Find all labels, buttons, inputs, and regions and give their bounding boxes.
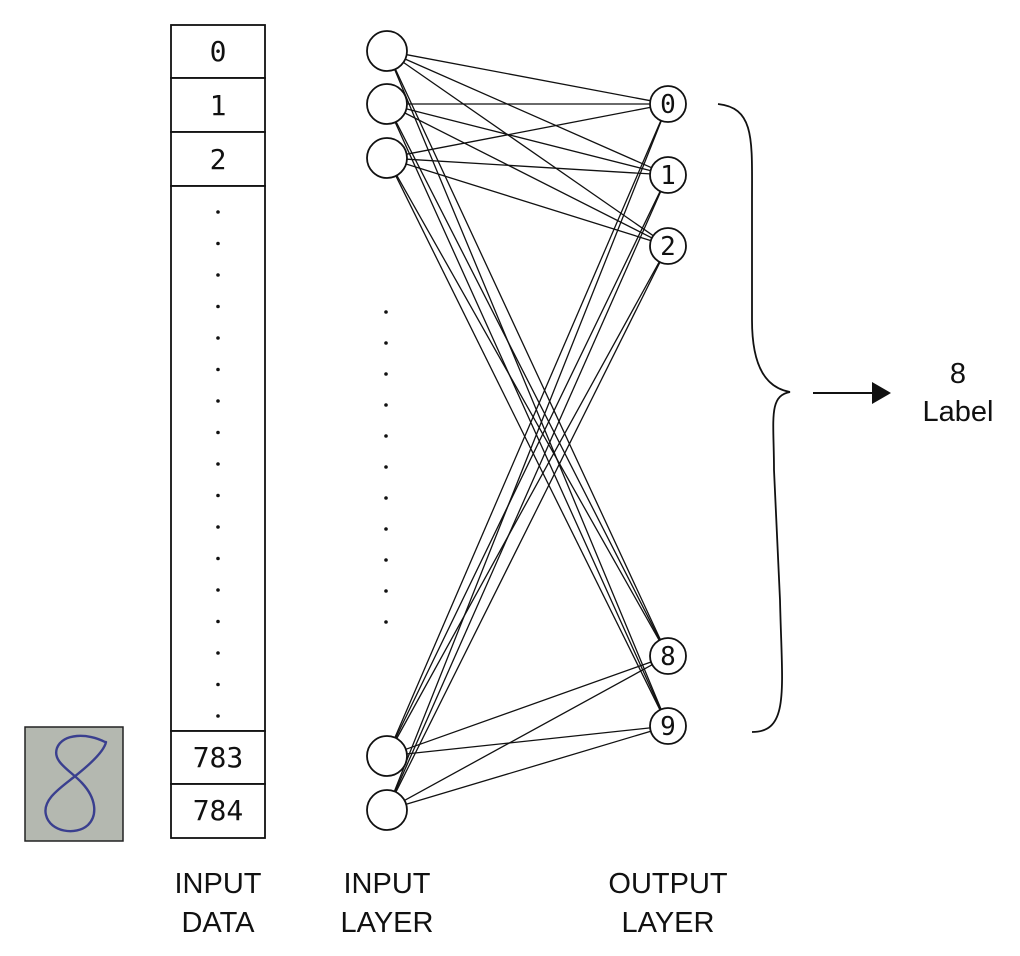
- connection-line: [406, 106, 651, 155]
- ellipsis-dot: [384, 341, 388, 345]
- ellipsis-dot: [216, 210, 220, 214]
- output-neuron-label-8: 8: [660, 642, 676, 672]
- connection-line: [394, 121, 662, 710]
- output-neuron-9: [649, 707, 687, 745]
- ellipsis-dot: [216, 493, 220, 498]
- ellipsis-dot: [384, 620, 388, 624]
- result-value: 8: [950, 358, 966, 390]
- output-neuron-label-0: 0: [660, 90, 676, 120]
- result-arrow-head: [872, 382, 891, 404]
- output-layer-caption-line1: OUTPUT: [608, 868, 728, 900]
- connection-line: [403, 61, 654, 237]
- result-label: Label: [923, 396, 994, 428]
- ellipsis-dot: [216, 462, 220, 466]
- input-data-label-1: 1: [210, 89, 227, 122]
- input-data-cell-1: [170, 77, 266, 133]
- connection-line: [395, 175, 661, 711]
- input-neuron-2: [366, 83, 408, 125]
- connection-line: [406, 730, 651, 805]
- ellipsis-dot: [216, 273, 220, 277]
- connection-line: [395, 121, 661, 641]
- ellipsis-dot: [384, 403, 388, 407]
- ellipsis-dot: [216, 682, 220, 687]
- connection-line: [406, 727, 651, 755]
- connection-line: [404, 664, 653, 801]
- output-neuron-2: [649, 227, 687, 265]
- connection-line: [396, 175, 660, 641]
- output-neuron-label-9: 9: [660, 712, 676, 742]
- output-layer: 0 1 2 8 9: [649, 85, 687, 745]
- connection-line: [396, 261, 660, 739]
- sample-digit-image: [24, 726, 124, 842]
- ellipsis-dot: [216, 619, 220, 624]
- output-curly-brace: [717, 103, 791, 733]
- input-data-cell-784: [170, 783, 266, 839]
- connection-line: [393, 120, 662, 792]
- connection-line: [406, 54, 651, 102]
- output-neuron-8: [649, 637, 687, 675]
- input-data-caption-line1: INPUT: [175, 868, 262, 900]
- input-data-label-783: 783: [193, 741, 244, 774]
- ellipsis-dot: [216, 714, 220, 718]
- connection-line: [394, 69, 662, 710]
- input-neuron-1: [366, 30, 408, 72]
- network-connections: [393, 54, 662, 805]
- ellipsis-dot: [216, 588, 220, 592]
- input-data-column: 0 1 2 783 784: [170, 24, 266, 839]
- ellipsis-dot: [384, 558, 388, 562]
- output-neuron-0: [649, 85, 687, 123]
- connection-line: [405, 163, 651, 242]
- ellipsis-dot: [384, 496, 388, 500]
- connection-line: [394, 68, 661, 640]
- input-data-label-0: 0: [210, 35, 227, 68]
- ellipsis-dot: [384, 465, 388, 469]
- input-data-label-2: 2: [210, 143, 227, 176]
- input-layer-ellipsis-dots: [384, 310, 388, 624]
- ellipsis-dot: [216, 399, 220, 403]
- ellipsis-dot: [216, 525, 220, 529]
- ellipsis-dot: [384, 527, 388, 531]
- ellipsis-dot: [216, 304, 220, 309]
- connection-line: [395, 190, 661, 739]
- ellipsis-dot: [216, 430, 220, 435]
- input-layer-caption-line2: LAYER: [341, 907, 434, 939]
- ellipsis-dot: [384, 589, 388, 593]
- ellipsis-dot: [216, 336, 220, 340]
- ellipsis-dot: [384, 310, 388, 314]
- connection-line: [394, 120, 662, 738]
- connection-line: [404, 112, 653, 239]
- ellipsis-dot: [216, 556, 220, 561]
- input-data-label-784: 784: [193, 794, 244, 827]
- result-arrow: [813, 382, 891, 404]
- ellipsis-dot: [216, 367, 220, 372]
- input-layer: [366, 30, 408, 831]
- output-neuron-label-1: 1: [660, 161, 676, 191]
- connection-line: [395, 261, 661, 793]
- input-layer-caption-line1: INPUT: [344, 868, 431, 900]
- handwritten-eight: [44, 734, 108, 833]
- input-data-ellipsis-region: [170, 185, 266, 732]
- output-neuron-label-2: 2: [660, 232, 676, 262]
- ellipsis-dot: [216, 651, 220, 655]
- input-neuron-3: [366, 137, 408, 179]
- connection-line: [405, 661, 652, 750]
- input-neuron-784: [366, 789, 408, 831]
- ellipsis-dot: [384, 434, 388, 438]
- input-data-ellipsis-dots: [216, 210, 220, 718]
- connection-line: [394, 191, 662, 792]
- output-layer-caption-line2: LAYER: [622, 907, 715, 939]
- ellipsis-dot: [384, 372, 388, 376]
- input-data-caption-line2: DATA: [181, 907, 255, 939]
- connection-line: [406, 158, 651, 175]
- connection-line: [405, 58, 652, 169]
- ellipsis-dot: [216, 241, 220, 246]
- input-neuron-783: [366, 735, 408, 777]
- sample-image-background: [24, 726, 124, 842]
- connection-line: [406, 108, 651, 172]
- output-neuron-1: [649, 156, 687, 194]
